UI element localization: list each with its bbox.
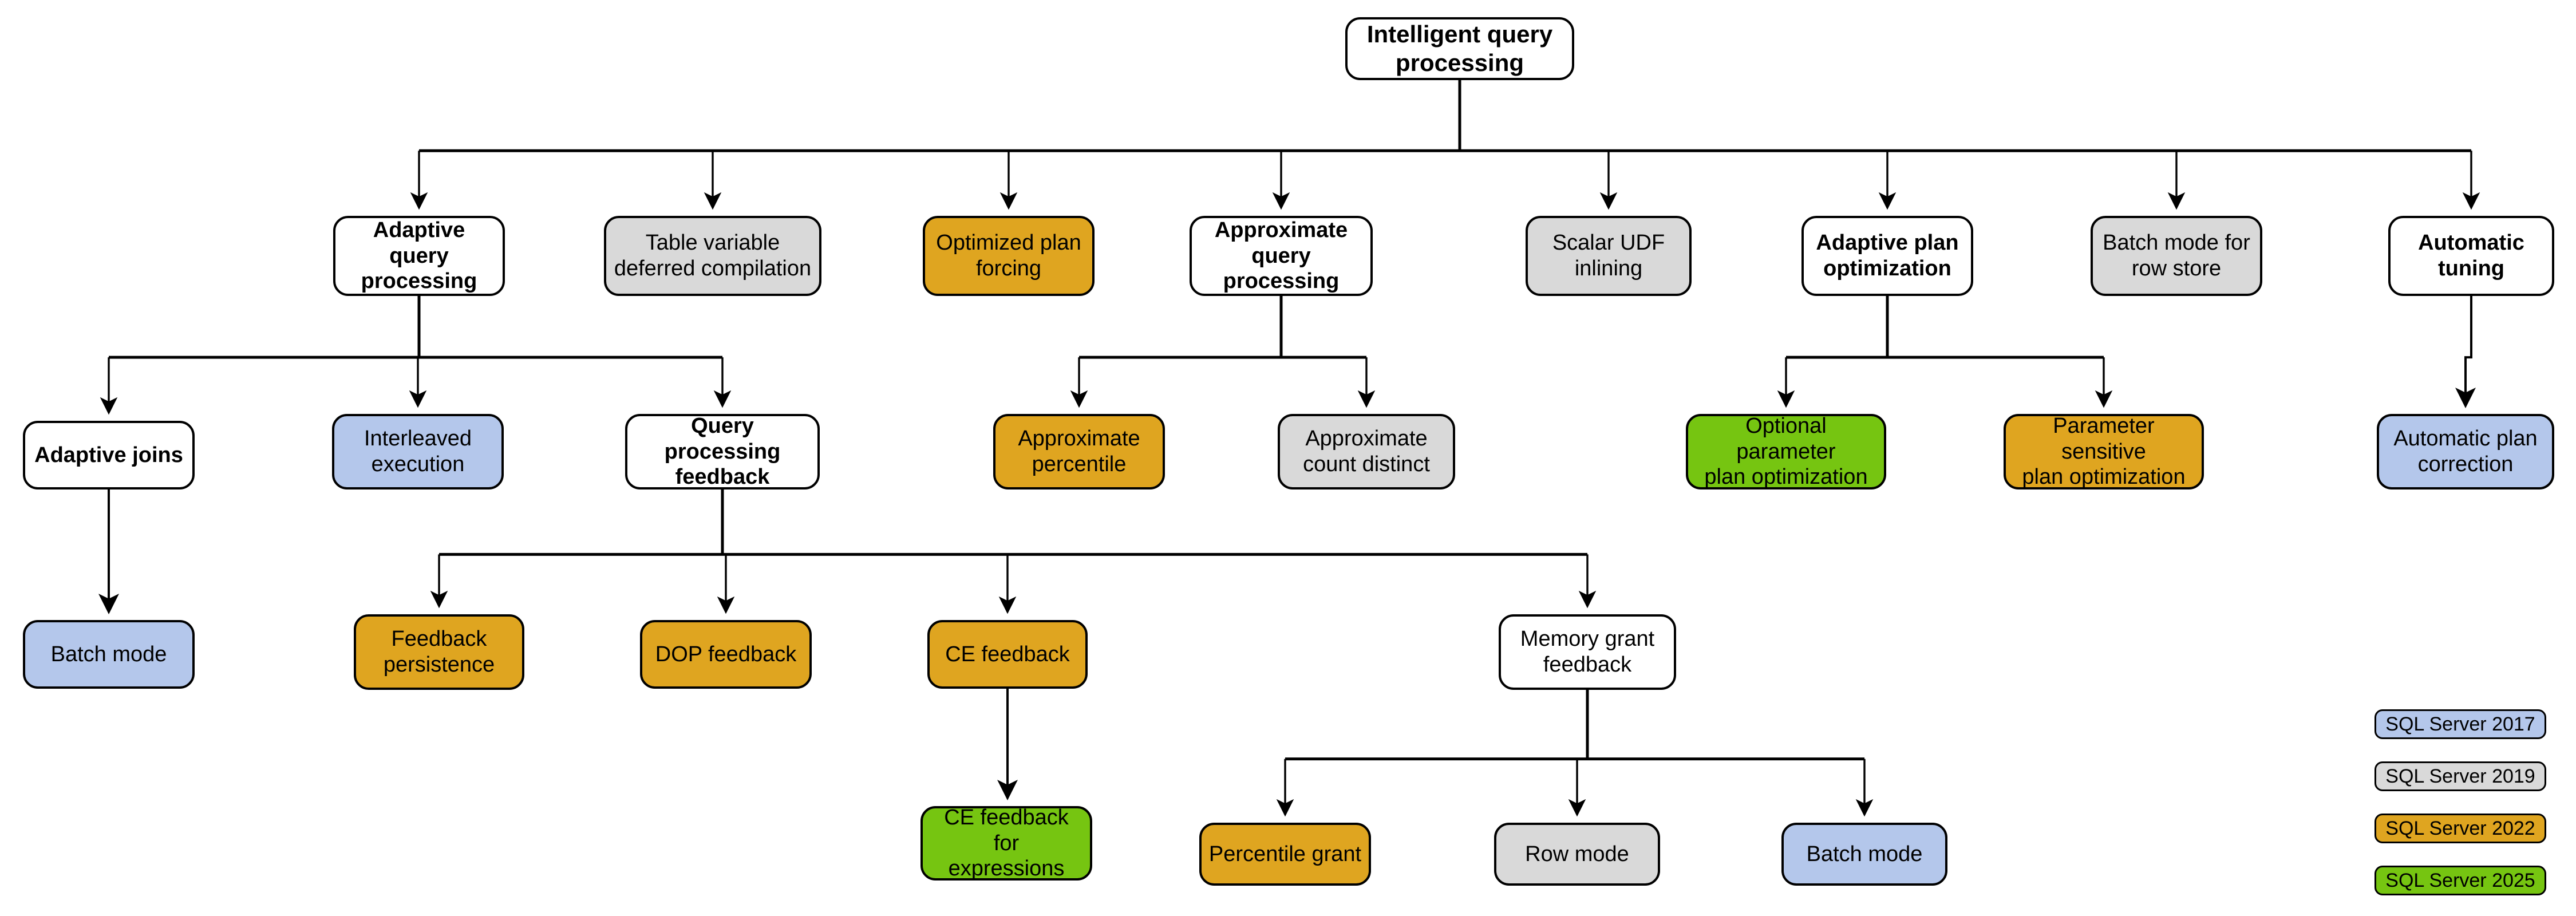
node-apo: Adaptive plan optimization bbox=[1801, 216, 1973, 296]
connector bbox=[2455, 296, 2476, 408]
node-bmrs: Batch mode for row store bbox=[2091, 216, 2262, 296]
node-cef: CE feedback bbox=[927, 620, 1088, 689]
node-aqp: Adaptive query processing bbox=[333, 216, 505, 296]
node-udf: Scalar UDF inlining bbox=[1526, 216, 1692, 296]
node-cefe: CE feedback for expressions bbox=[920, 806, 1092, 881]
node-qpf: Query processing feedback bbox=[625, 414, 820, 489]
node-tvdc: Table variable deferred compilation bbox=[604, 216, 821, 296]
node-rowm: Row mode bbox=[1494, 823, 1660, 886]
node-acd: Approximate count distinct bbox=[1278, 414, 1455, 489]
node-autot: Automatic tuning bbox=[2388, 216, 2554, 296]
node-opf: Optimized plan forcing bbox=[923, 216, 1095, 296]
node-fbp: Feedback persistence bbox=[354, 614, 524, 690]
node-apc: Automatic plan correction bbox=[2377, 414, 2554, 489]
node-ilex: Interleaved execution bbox=[332, 414, 504, 489]
node-bm2: Batch mode bbox=[1781, 823, 1947, 886]
node-approx: Approximate query processing bbox=[1190, 216, 1373, 296]
legend-item-sql-server-2025: SQL Server 2025 bbox=[2374, 866, 2546, 895]
legend-item-sql-server-2022: SQL Server 2022 bbox=[2374, 814, 2546, 843]
node-pgrant: Percentile grant bbox=[1199, 823, 1371, 886]
node-dopf: DOP feedback bbox=[640, 620, 812, 689]
node-pspo: Parameter sensitive plan optimization bbox=[2004, 414, 2204, 489]
node-ajoin: Adaptive joins bbox=[23, 421, 195, 489]
node-bm1: Batch mode bbox=[23, 620, 195, 689]
node-apct: Approximate percentile bbox=[993, 414, 1165, 489]
node-root: Intelligent query processing bbox=[1345, 17, 1574, 80]
node-oppo: Optional parameter plan optimization bbox=[1686, 414, 1886, 489]
legend-item-sql-server-2017: SQL Server 2017 bbox=[2374, 709, 2546, 739]
legend-item-sql-server-2019: SQL Server 2019 bbox=[2374, 761, 2546, 791]
node-mgf: Memory grant feedback bbox=[1499, 614, 1676, 690]
